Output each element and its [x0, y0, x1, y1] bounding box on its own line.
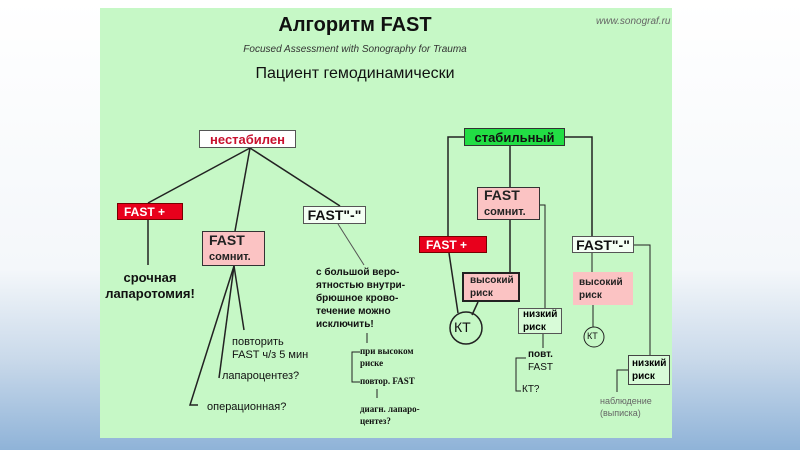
ct-label: КТ — [454, 319, 471, 335]
risk-line: низкий — [632, 358, 667, 369]
stable-neg-low-risk: низкий риск — [628, 355, 670, 385]
risk-line: риск — [470, 288, 493, 299]
note-line: течение можно — [316, 306, 391, 317]
note-line: ятностью внутри- — [316, 280, 406, 291]
repeat-line: повторить — [232, 336, 284, 348]
line-unstable-doubt — [234, 147, 251, 232]
diag-line: диагн. лапаро- — [360, 404, 420, 414]
diagram-panel — [100, 8, 672, 438]
risk-line: низкий — [523, 309, 558, 320]
line-fastpos-ct — [448, 252, 459, 314]
line-neg-low — [634, 244, 651, 355]
unstable-label: нестабилен — [210, 131, 285, 147]
line-doubt-op — [188, 265, 235, 406]
lapcentesis-text: лапароцентез? — [222, 370, 300, 382]
risk-line: высокий — [579, 276, 623, 288]
stable-box: стабильный — [464, 128, 565, 146]
laparotomy-line: срочная — [123, 270, 177, 285]
line-stable-fastpos — [447, 136, 464, 236]
ct-question: КТ? — [522, 384, 540, 395]
observation-line: (выписка) — [600, 408, 641, 418]
bracket-risk — [351, 351, 360, 383]
stable-fast-doubtful: FAST сомнит. — [477, 187, 540, 220]
unstable-fast-negative: FAST"-" — [303, 206, 366, 224]
risk-line: при высоком — [360, 346, 414, 356]
stable-low-risk: низкий риск — [518, 308, 562, 334]
repeat-fast-short: повтор. FAST — [360, 376, 415, 386]
fast-positive-label: FAST + — [426, 237, 468, 252]
fast-label: FAST — [484, 186, 520, 203]
laparotomy-line: лапаротомия! — [105, 286, 195, 301]
watermark: www.sonograf.ru — [596, 16, 671, 27]
heading: Пациент гемодинамически — [255, 65, 455, 82]
fast-positive-label: FAST + — [124, 204, 166, 219]
stable-fast-negative: FAST"-" — [572, 236, 634, 253]
doubt-label: сомнит. — [484, 205, 526, 218]
note-line: с большой веро- — [316, 267, 400, 278]
diag-line: центез? — [360, 416, 391, 426]
negative-note: с большой веро-ятностью внутри-брюшное к… — [316, 266, 405, 331]
fast-label: FAST — [209, 231, 245, 248]
observation-text: наблюдение (выписка) — [600, 395, 652, 419]
bracket-repeat-ct — [515, 357, 526, 392]
unstable-box: нестабилен — [199, 130, 296, 148]
operating-text: операционная? — [207, 401, 287, 413]
stable-label: стабильный — [474, 129, 555, 145]
risk-line: риск — [523, 322, 546, 333]
risk-line: риске — [360, 358, 384, 368]
subtitle: Focused Assessment with Sonography for T… — [243, 44, 467, 55]
repeat-line: повт. — [528, 349, 553, 360]
unstable-fast-doubtful: FAST сомнит. — [202, 231, 265, 266]
high-risk-text: при высоком риске — [360, 345, 414, 369]
note-line: брюшное крово- — [316, 293, 399, 304]
unstable-fast-positive: FAST + — [117, 203, 183, 220]
note-line: исключить! — [316, 319, 374, 330]
line-doubt-repeat — [233, 265, 245, 331]
risk-line: риск — [579, 289, 602, 301]
fast-negative-label: FAST"-" — [576, 236, 630, 253]
doubt-label: сомнит. — [209, 250, 251, 263]
diag-text: диагн. лапаро-центез? — [360, 403, 420, 427]
ct-circle — [449, 311, 483, 345]
line-doubt-lap — [218, 265, 235, 379]
repeat-line: FAST — [528, 362, 554, 373]
line-low-observation — [616, 369, 630, 392]
line-unstable-neg — [249, 147, 341, 207]
fast-negative-label: FAST"-" — [307, 207, 362, 223]
risk-line: высокий — [470, 275, 514, 286]
line-unstable-fastpos — [147, 147, 251, 204]
risk-line: риск — [632, 371, 655, 382]
repeat-line: FAST ч/з 5 мин — [232, 349, 309, 361]
line-doubt-low — [540, 204, 546, 308]
line-stable-neg — [565, 136, 593, 236]
stable-high-risk: высокий риск — [462, 272, 520, 302]
line-neg-note — [337, 223, 365, 266]
repeat-fast-stable: повт. FAST — [528, 348, 553, 374]
stable-fast-positive: FAST + — [419, 236, 487, 253]
ct-small-label: КТ — [587, 331, 598, 341]
observation-line: наблюдение — [600, 396, 652, 406]
ct-circle-small — [583, 326, 605, 348]
title: Алгоритм FAST — [278, 14, 432, 36]
